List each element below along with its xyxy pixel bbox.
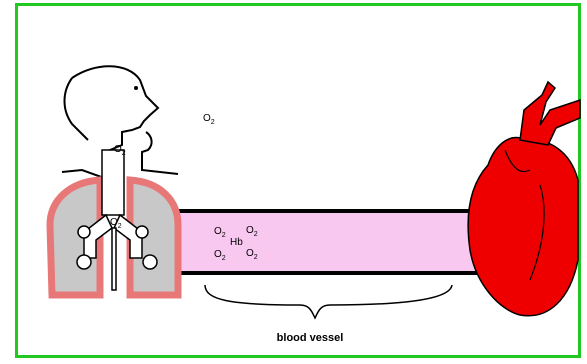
heart (468, 82, 580, 316)
o2-label-air: O2 (203, 113, 215, 126)
blood-vessel-label: blood vessel (240, 332, 380, 344)
eye-icon (134, 86, 138, 90)
heart-body (468, 138, 578, 316)
central-bronchus (112, 228, 116, 290)
alveolus-1 (78, 226, 90, 238)
vessel-tube (160, 211, 480, 273)
alveolus-4 (143, 255, 157, 269)
alveolus-3 (136, 226, 148, 238)
alveolus-2 (77, 255, 91, 269)
vessel-brace (205, 285, 452, 318)
blood-vessel (160, 211, 480, 273)
aorta-vessels (520, 82, 580, 145)
mouth-airway (142, 132, 178, 174)
hb-label: Hb (230, 237, 243, 248)
trachea (102, 150, 124, 215)
